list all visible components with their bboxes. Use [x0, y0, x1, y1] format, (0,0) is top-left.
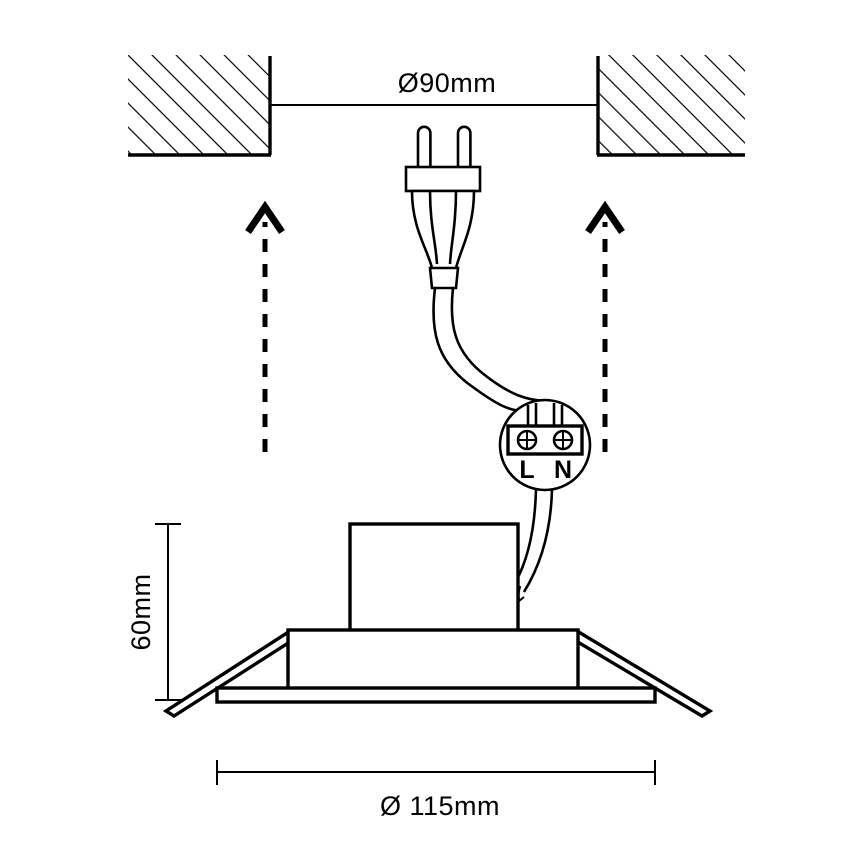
- terminal-screw-live: [516, 429, 538, 451]
- downlight-fixture: [162, 522, 714, 719]
- cable-upper: [432, 287, 546, 414]
- install-arrow-right-head: [585, 200, 625, 234]
- ceiling-right-hatching: [598, 55, 745, 155]
- outer-diameter-label: Ø 115mm: [380, 791, 500, 821]
- terminal-block: L N: [498, 398, 592, 492]
- cutout-diameter-label: Ø90mm: [398, 68, 497, 98]
- outer-diameter-dimension: Ø 115mm: [216, 760, 656, 821]
- terminal-label-neutral: N: [554, 456, 572, 484]
- fixture-body: [286, 628, 580, 691]
- plug-pin-right: [456, 125, 472, 172]
- plug-shoulder-inner-left: [428, 190, 439, 265]
- cable-lower-right-edge: [522, 488, 554, 593]
- plug-body: [410, 189, 476, 274]
- cutout-dimension: Ø90mm: [271, 68, 597, 106]
- plug-pin-left: [416, 125, 432, 172]
- plug-face-bar: [404, 165, 482, 193]
- lamp-housing: [348, 522, 520, 633]
- height-dimension-label: 60mm: [126, 573, 156, 650]
- ceiling-right-block: [596, 55, 745, 157]
- height-dimension: 60mm: [126, 523, 181, 701]
- install-arrow-right: [585, 200, 625, 452]
- ceiling-left-block: [128, 55, 272, 157]
- terminal-label-live: L: [519, 456, 534, 484]
- mains-plug: [404, 125, 482, 290]
- install-arrow-left-head: [245, 200, 285, 234]
- cable-upper-right-edge: [450, 287, 546, 403]
- ceiling-left-hatching: [128, 55, 270, 155]
- terminal-screw-neutral: [552, 429, 574, 451]
- install-arrow-left: [245, 200, 285, 452]
- cable-upper-left-edge: [432, 287, 529, 414]
- plug-strain-relief: [428, 266, 460, 290]
- trim-plate: [215, 686, 657, 704]
- plug-shoulder-inner-right: [448, 190, 458, 265]
- cable-lower: [513, 488, 554, 602]
